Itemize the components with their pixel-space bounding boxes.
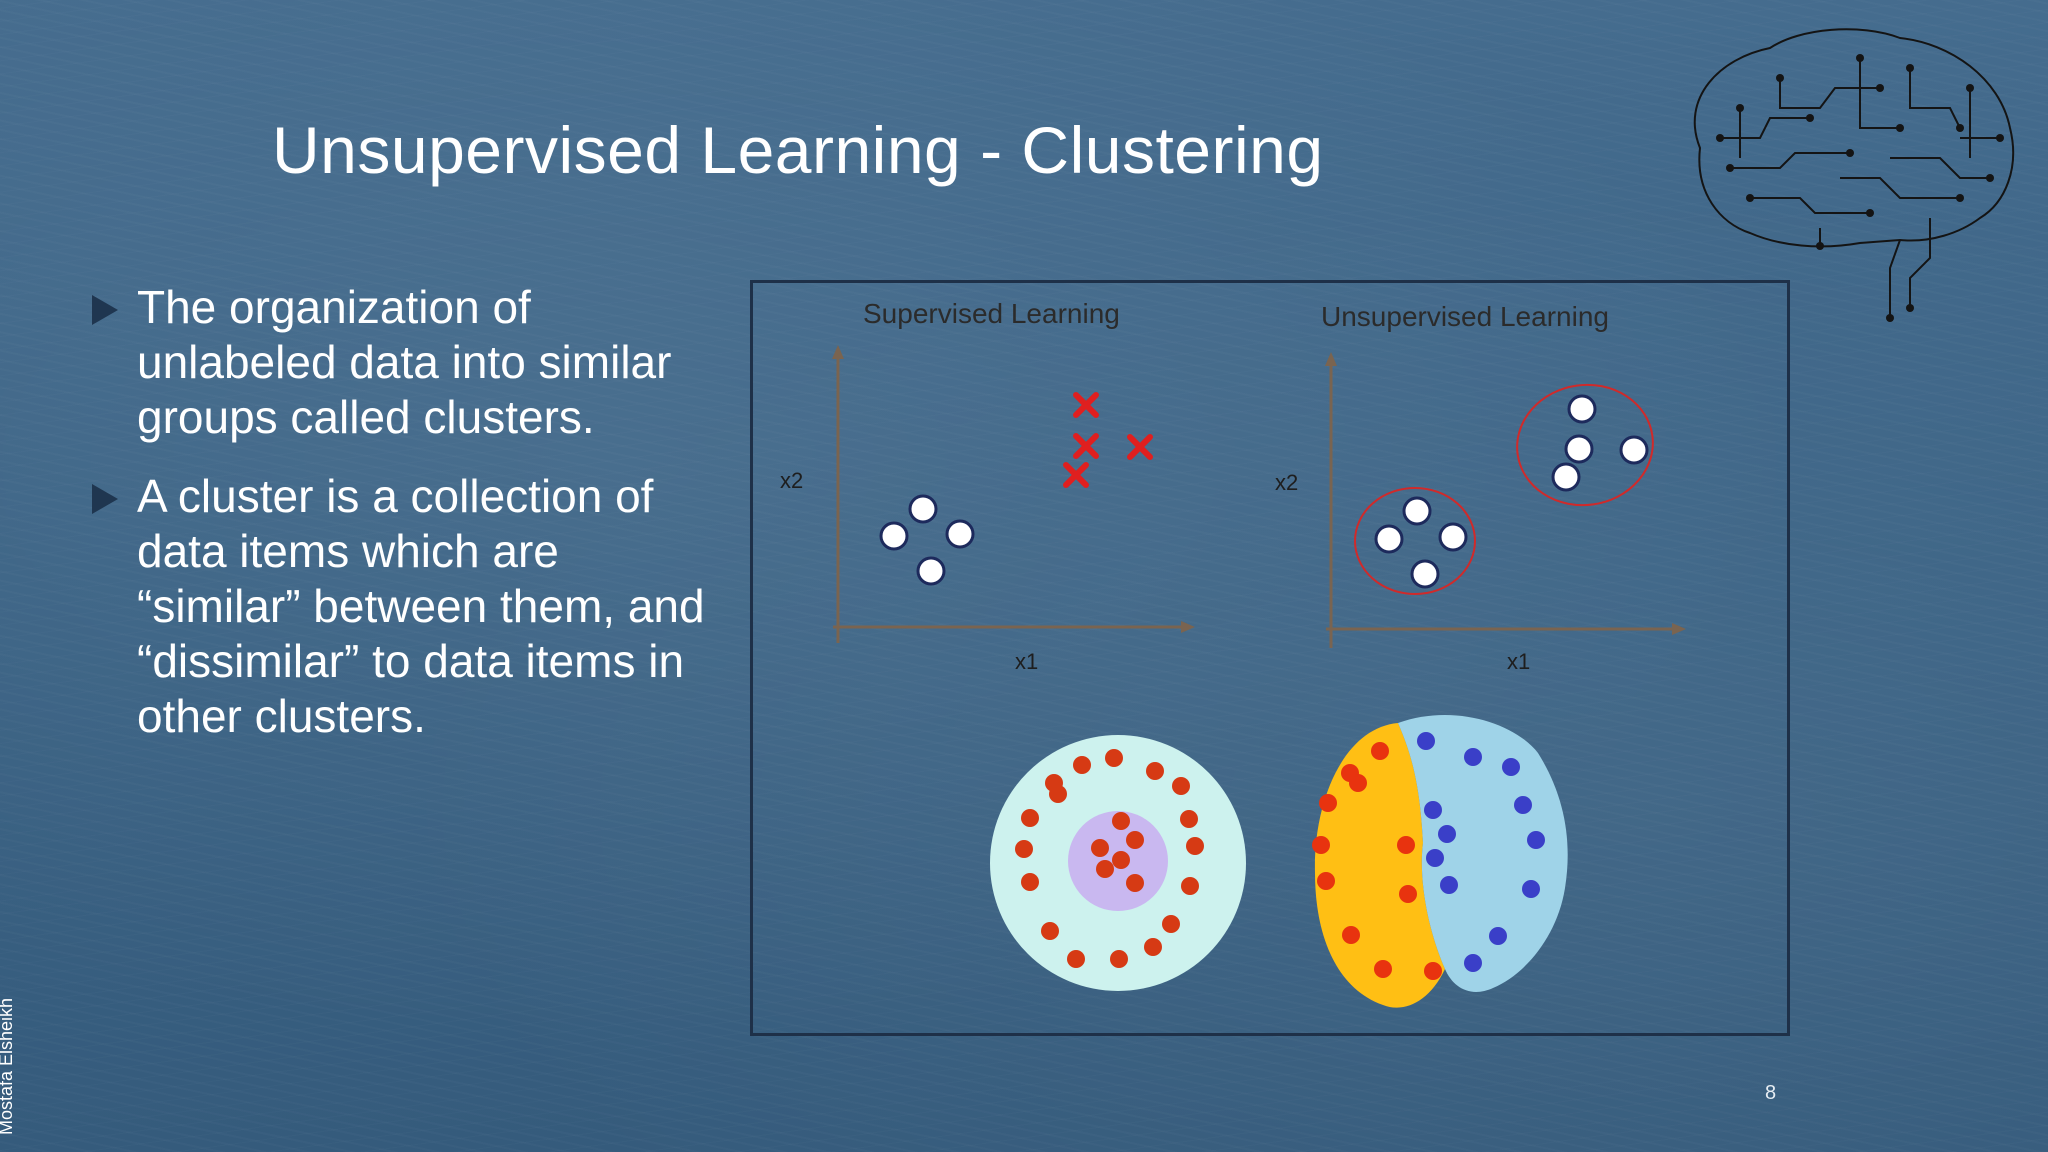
page-number: 8: [1765, 1082, 1777, 1104]
unsupervised-y-label: x2: [1275, 470, 1298, 495]
cross-point: [1073, 392, 1099, 418]
data-point: [1514, 796, 1532, 814]
data-point: [1112, 812, 1130, 830]
data-point: [1349, 774, 1367, 792]
data-point: [1551, 462, 1581, 492]
supervised-circle-points: [879, 494, 975, 586]
unsupervised-points: [1374, 394, 1649, 589]
data-point: [879, 521, 909, 551]
data-point: [1564, 434, 1594, 464]
slide-title: Unsupervised Learning - Clustering: [272, 113, 1324, 187]
data-point: [1440, 876, 1458, 894]
bullet-text: The organization of unlabeled data into …: [137, 281, 672, 443]
cross-point: [1127, 434, 1153, 460]
data-point: [1374, 960, 1392, 978]
data-point: [1489, 927, 1507, 945]
bullet-arrow-icon: [92, 295, 118, 325]
supervised-panel-title: Supervised Learning: [863, 298, 1120, 329]
data-point: [1410, 559, 1440, 589]
data-point: [1402, 496, 1432, 526]
data-point: [1186, 837, 1204, 855]
data-point: [908, 494, 938, 524]
data-point: [1049, 785, 1067, 803]
unsupervised-x-label: x1: [1507, 649, 1530, 674]
circuit-brain-icon: [1693, 28, 2015, 322]
data-point: [1371, 742, 1389, 760]
data-point: [1021, 809, 1039, 827]
data-point: [1319, 794, 1337, 812]
cluster-outline-upper: [1516, 383, 1654, 507]
author-name: Mostafa Elsheikh: [0, 997, 16, 1135]
blue-cluster-points: [1417, 732, 1545, 972]
unsupervised-panel-title: Unsupervised Learning: [1321, 301, 1609, 332]
data-point: [1073, 756, 1091, 774]
data-point: [1417, 732, 1435, 750]
unsupervised-y-axis-arrow: [1325, 352, 1337, 366]
data-point: [1112, 851, 1130, 869]
data-point: [1126, 874, 1144, 892]
data-point: [1110, 950, 1128, 968]
data-point: [1172, 777, 1190, 795]
unsupervised-x-axis-arrow: [1672, 623, 1686, 635]
cross-point: [1063, 462, 1089, 488]
data-point: [1426, 849, 1444, 867]
data-point: [1438, 522, 1468, 552]
supervised-y-label: x2: [780, 468, 803, 493]
cross-point: [1073, 433, 1099, 459]
data-point: [1312, 836, 1330, 854]
data-point: [1464, 748, 1482, 766]
data-point: [1021, 873, 1039, 891]
data-point: [1126, 831, 1144, 849]
supervised-y-axis-arrow: [832, 345, 844, 359]
data-point: [1105, 749, 1123, 767]
blue-cluster-region: [1398, 714, 1568, 992]
bullet-item: A cluster is a collection of data items …: [92, 469, 712, 744]
data-point: [1146, 762, 1164, 780]
cluster-outline-lower: [1354, 487, 1476, 595]
data-point: [945, 519, 975, 549]
data-point: [916, 556, 946, 586]
data-point: [1162, 915, 1180, 933]
clustering-figure: Supervised Learning Unsupervised Learnin…: [750, 280, 1790, 1036]
data-point: [1317, 872, 1335, 890]
bullet-item: The organization of unlabeled data into …: [92, 280, 712, 445]
data-point: [1091, 839, 1109, 857]
supervised-cross-points: [1063, 392, 1153, 488]
concentric-ring-points: [1015, 749, 1204, 968]
bullet-text: A cluster is a collection of data items …: [137, 470, 705, 742]
data-point: [1399, 885, 1417, 903]
data-point: [1067, 950, 1085, 968]
data-point: [1015, 840, 1033, 858]
supervised-x-axis-arrow: [1181, 621, 1195, 633]
data-point: [1181, 877, 1199, 895]
data-point: [1041, 922, 1059, 940]
bullet-list: The organization of unlabeled data into …: [92, 280, 712, 768]
data-point: [1342, 926, 1360, 944]
data-point: [1374, 524, 1404, 554]
bullet-arrow-icon: [92, 484, 118, 514]
data-point: [1424, 962, 1442, 980]
concentric-core-points: [1091, 812, 1144, 892]
data-point: [1502, 758, 1520, 776]
data-point: [1527, 831, 1545, 849]
data-point: [1619, 435, 1649, 465]
supervised-x-label: x1: [1015, 649, 1038, 674]
orange-cluster-points: [1312, 742, 1442, 980]
data-point: [1522, 880, 1540, 898]
data-point: [1424, 801, 1442, 819]
data-point: [1180, 810, 1198, 828]
data-point: [1096, 860, 1114, 878]
data-point: [1464, 954, 1482, 972]
data-point: [1438, 825, 1456, 843]
data-point: [1397, 836, 1415, 854]
data-point: [1144, 938, 1162, 956]
data-point: [1567, 394, 1597, 424]
clustering-illustration: Supervised Learning Unsupervised Learnin…: [780, 298, 1686, 1008]
